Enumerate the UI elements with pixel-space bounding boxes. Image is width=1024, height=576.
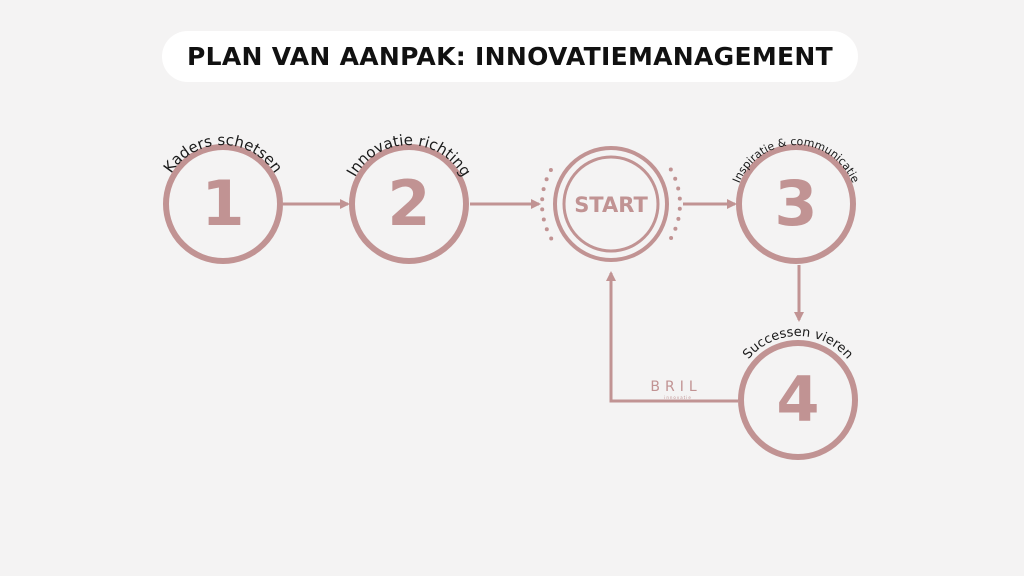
start-label: START <box>574 193 648 217</box>
start-dot <box>677 206 682 211</box>
start-dot <box>540 197 545 202</box>
brand-logo: BRIL innovatie <box>650 379 701 400</box>
start-dot <box>668 167 673 172</box>
start-dot <box>676 216 681 221</box>
start-inner-ring <box>562 155 660 253</box>
step-1-number: 1 <box>201 167 244 240</box>
brand-tagline: innovatie <box>664 395 692 400</box>
step-2-circle <box>349 144 469 264</box>
start-dot <box>677 196 682 201</box>
start-dot <box>541 187 546 192</box>
start-dot <box>544 177 549 182</box>
step-1-circle <box>163 144 283 264</box>
title-banner: PLAN VAN AANPAK: INNOVATIEMANAGEMENT <box>162 31 858 82</box>
step-3-number: 3 <box>774 167 817 240</box>
start-outer-ring <box>553 146 669 262</box>
step-4: 4 Successen vieren <box>738 325 858 460</box>
page-title: PLAN VAN AANPAK: INNOVATIEMANAGEMENT <box>187 42 833 71</box>
start-dot <box>549 236 554 241</box>
start-dot <box>676 186 681 191</box>
step-4-number: 4 <box>776 363 819 436</box>
connectors <box>283 199 804 403</box>
start-dot <box>544 227 549 232</box>
step-2-number: 2 <box>387 167 430 240</box>
step-1: 1 Kaders schetsen <box>160 131 286 264</box>
start-dot <box>673 226 678 231</box>
step-3: 3 Inspiratie & communicatie <box>730 135 862 264</box>
start-node: START <box>540 146 682 262</box>
arrow-4-to-start <box>606 271 738 403</box>
start-dot <box>541 217 546 222</box>
start-dot <box>540 207 545 212</box>
brand-logo-text: BRIL <box>650 379 701 395</box>
start-dot <box>673 176 678 181</box>
step-3-circle <box>736 144 856 264</box>
start-dot <box>548 168 553 172</box>
step-4-circle <box>738 340 858 460</box>
start-dot <box>669 236 674 240</box>
start-dots <box>540 167 682 241</box>
step-2: 2 Innovatie richting <box>343 131 475 264</box>
